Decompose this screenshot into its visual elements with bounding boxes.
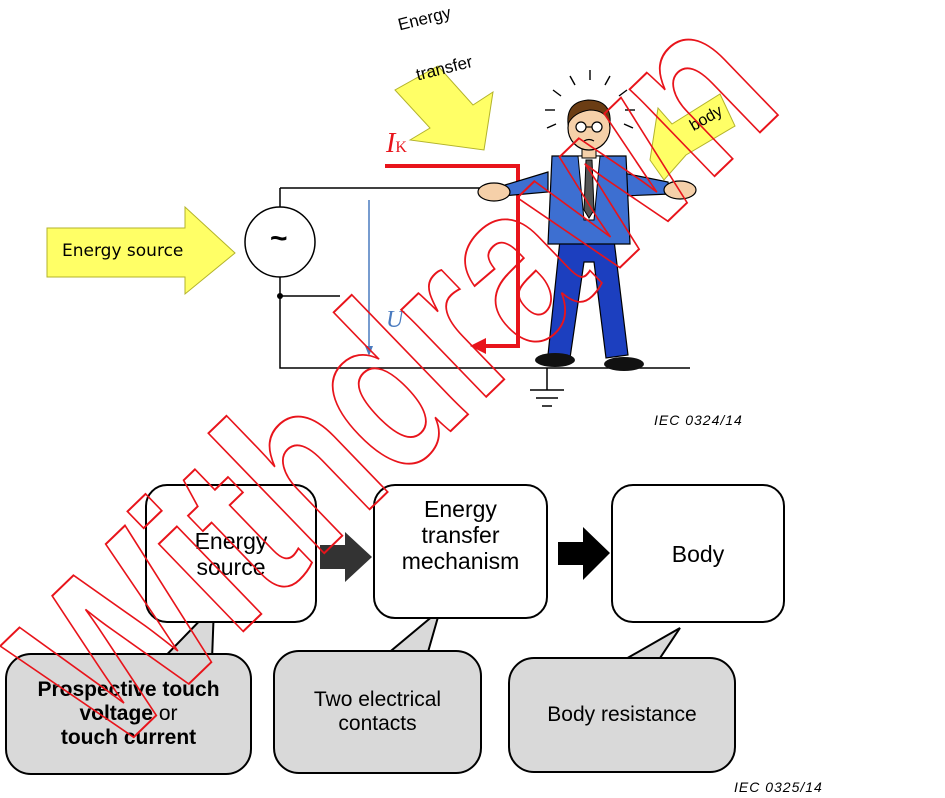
person-illustration xyxy=(477,70,697,371)
bubble3-label: Body resistance xyxy=(547,703,697,726)
bubble1-line3: touch current xyxy=(60,726,197,749)
body-block: Body xyxy=(611,484,785,623)
energy-transfer-block-line3: mechanism xyxy=(401,548,520,574)
circuit-wires xyxy=(279,187,690,369)
ac-source-circle xyxy=(244,206,316,278)
bubble2-line1: Two electrical xyxy=(313,688,442,711)
bubble2-line2: contacts xyxy=(338,712,417,735)
body-resistance-bubble: Body resistance xyxy=(508,657,736,773)
energy-source-label: Energy source xyxy=(62,241,184,261)
body-block-label: Body xyxy=(671,540,725,567)
energy-source-block-line2: source xyxy=(196,553,266,580)
iec-reference-bottom: IEC 0325/14 xyxy=(734,779,823,795)
energy-transfer-block: Energy transfer mechanism xyxy=(373,484,548,619)
iec-reference-top: IEC 0324/14 xyxy=(654,412,743,428)
energy-source-block: Energy source xyxy=(145,484,317,623)
energy-transfer-block-line2: transfer xyxy=(421,522,500,548)
voltage-arrow xyxy=(365,200,373,356)
ac-symbol: ~ xyxy=(270,222,288,255)
prospective-touch-bubble: Prospective touch voltage or touch curre… xyxy=(5,653,252,775)
bubble1-line2: voltage or xyxy=(37,702,219,726)
ground-symbol xyxy=(530,368,564,407)
voltage-label: U xyxy=(386,307,404,333)
energy-source-arrow xyxy=(46,205,236,296)
flow-arrow-1 xyxy=(320,532,372,582)
current-label-sub: K xyxy=(395,139,407,156)
current-label-main: I xyxy=(386,128,396,159)
energy-transfer-block-line1: Energy xyxy=(424,496,497,522)
bubble1-line1: Prospective touch xyxy=(37,678,220,701)
body-arrow xyxy=(649,93,736,181)
energy-transfer-arrow xyxy=(394,65,494,151)
current-label: IK xyxy=(386,128,407,160)
energy-source-block-line1: Energy xyxy=(194,527,268,554)
bubble1-or: or xyxy=(153,702,178,725)
flow-arrow-2 xyxy=(558,527,610,580)
bubble1-voltage: voltage xyxy=(79,702,153,725)
two-contacts-bubble: Two electrical contacts xyxy=(273,650,482,774)
current-path xyxy=(385,164,520,354)
junction-dot xyxy=(277,293,283,299)
